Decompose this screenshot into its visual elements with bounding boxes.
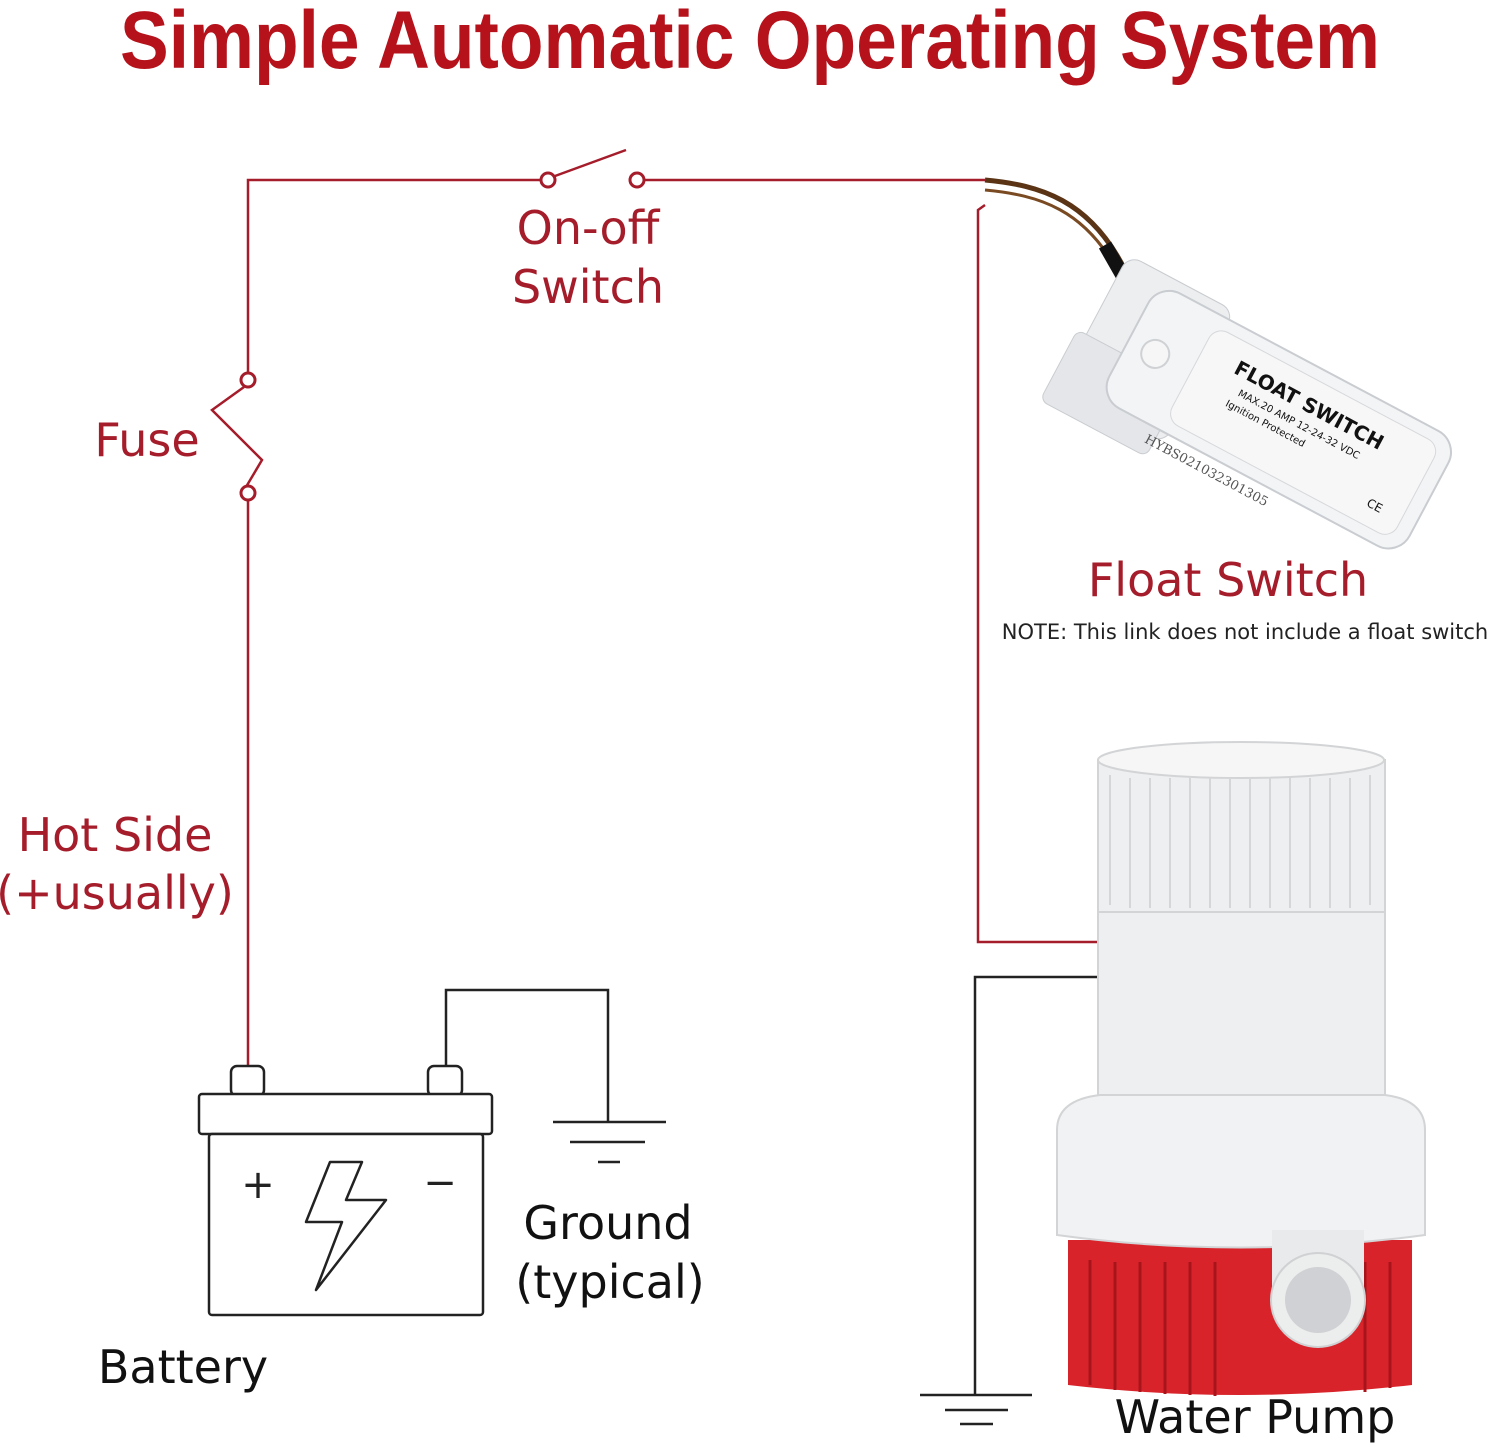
hot-side-note: (+usually) [0, 866, 234, 920]
float-switch-label: Float Switch [1088, 553, 1368, 607]
battery-plus: + [241, 1162, 275, 1208]
hot-side-label: Hot Side [18, 808, 213, 862]
battery-minus: − [423, 1160, 457, 1206]
on-off-switch-symbol [539, 148, 646, 189]
battery-ground-wire [444, 988, 666, 1164]
float-switch-note: NOTE: This link does not include a float… [1002, 620, 1488, 644]
pump-ground-wire [920, 975, 1100, 1426]
battery-symbol [197, 1064, 494, 1317]
fuse-label: Fuse [94, 413, 199, 467]
page-title: Simple Automatic Operating System [120, 0, 1380, 86]
water-pump-label: Water Pump [1115, 1390, 1396, 1444]
water-pump-image [1056, 741, 1426, 1396]
hot-wire [246, 178, 1100, 1066]
ground-label: Ground [523, 1196, 692, 1250]
ce-mark: CE [1364, 496, 1385, 516]
battery-label: Battery [98, 1340, 268, 1394]
ground-note: (typical) [515, 1255, 704, 1309]
on-off-label: On-off [517, 201, 661, 255]
float-switch-image: FLOAT SWITCH MAX.20 AMP 12-24-32 VDC Ign… [984, 177, 1452, 550]
lightning-icon [304, 1160, 388, 1292]
fuse-symbol [210, 371, 264, 502]
switch-label: Switch [512, 260, 664, 314]
